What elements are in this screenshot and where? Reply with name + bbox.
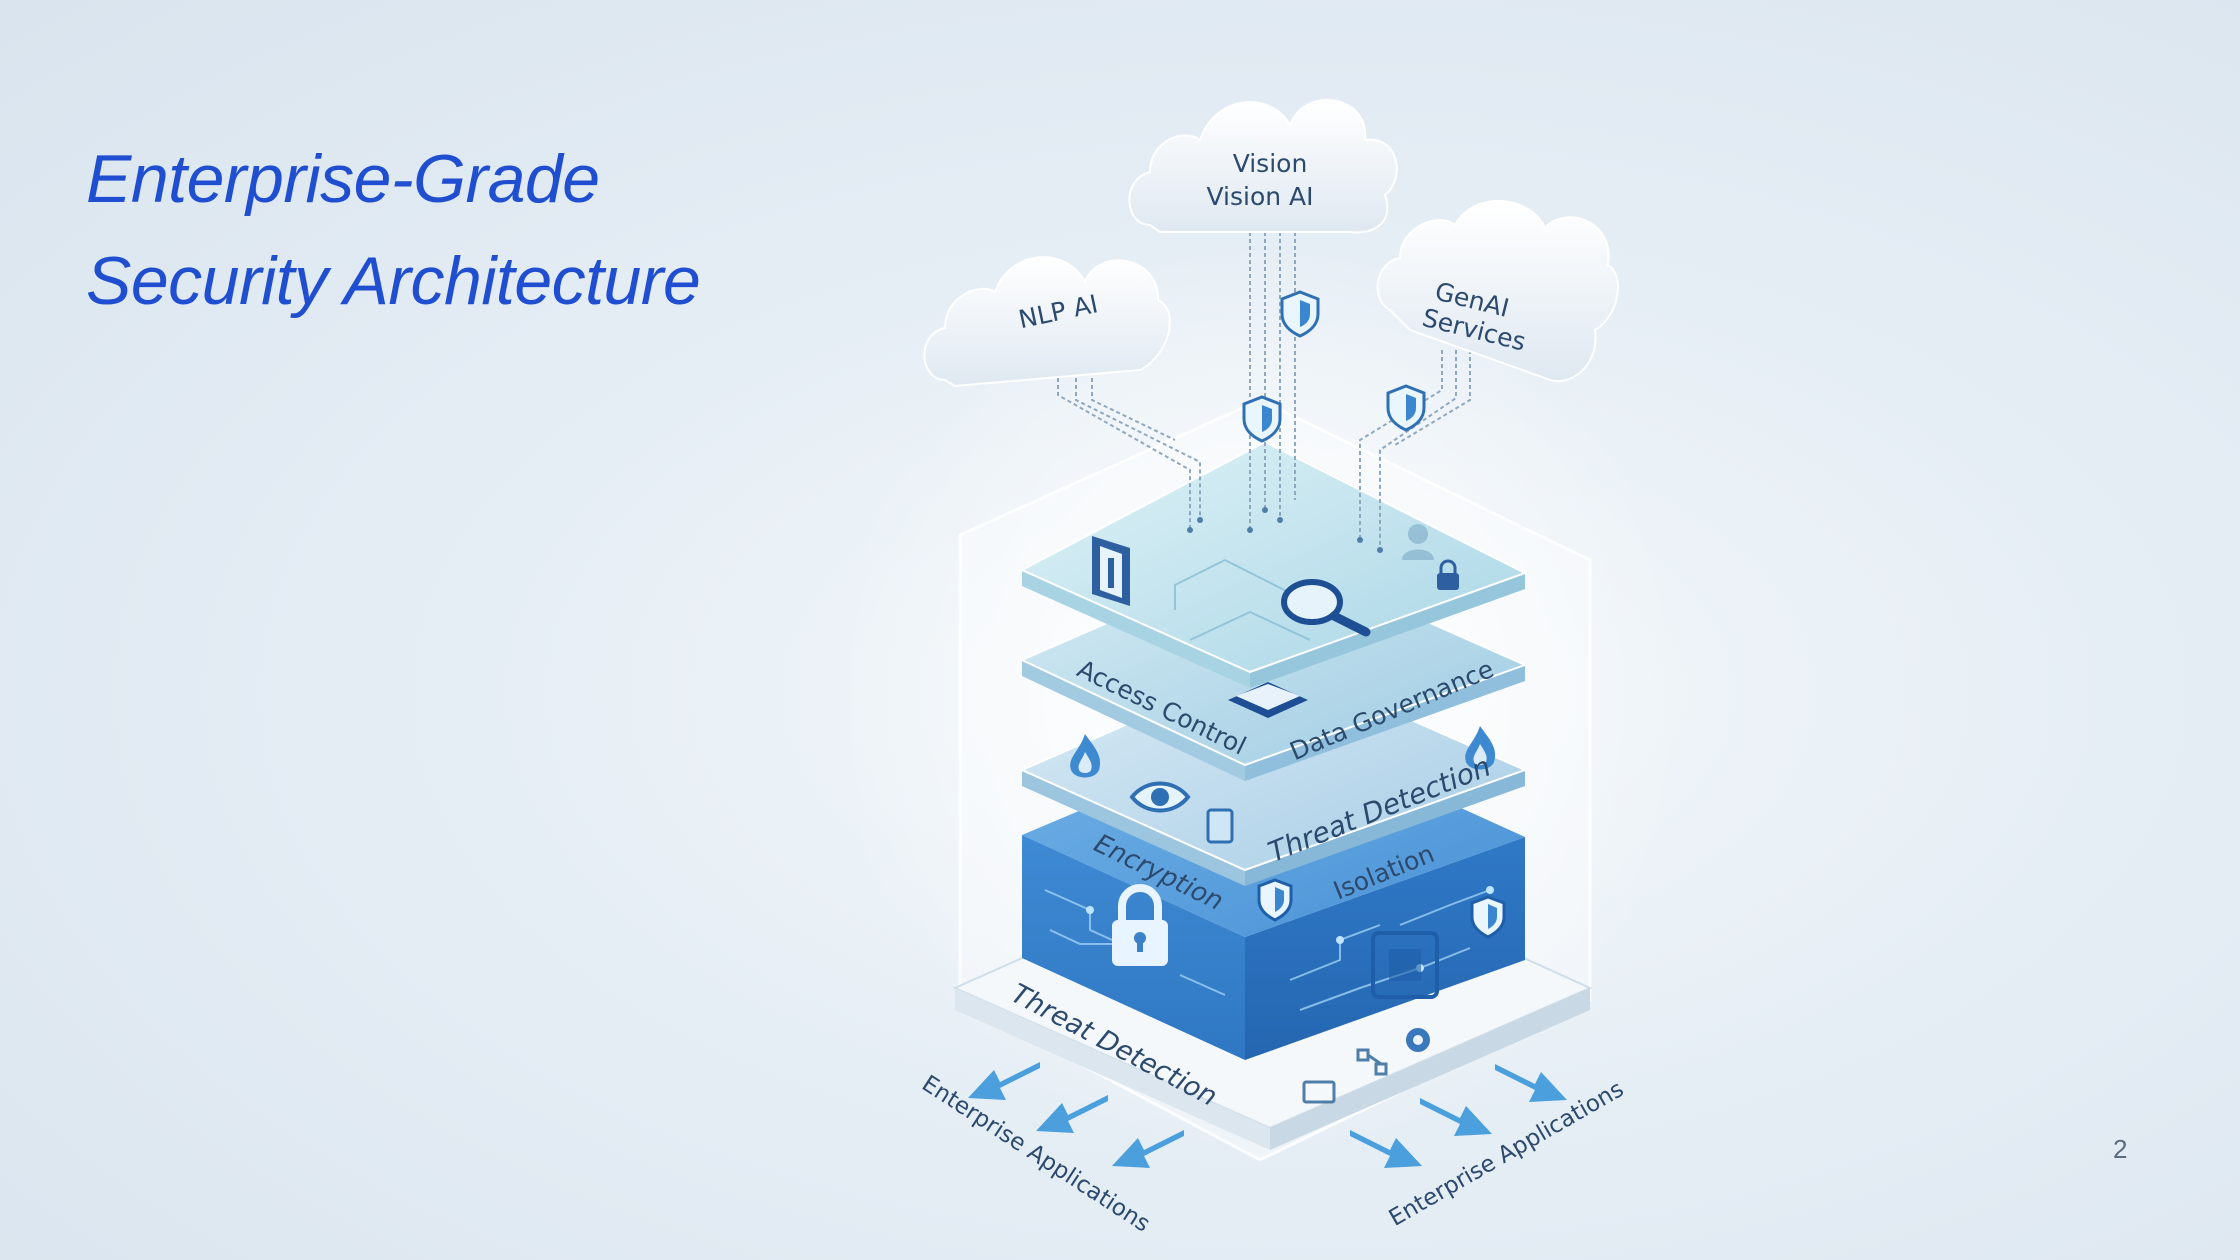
door-icon: [1092, 536, 1130, 606]
magnifier-icon: [1281, 579, 1371, 637]
shield-icon: [1386, 384, 1426, 432]
device-icon: [1206, 808, 1234, 844]
slide-title: Enterprise-Grade Security Architecture: [86, 128, 701, 332]
shield-icon: [1470, 895, 1506, 939]
shield-icon: [1257, 878, 1293, 922]
monitor-icon: [1302, 1080, 1336, 1104]
chip-icon: [1228, 682, 1308, 718]
flame-icon: [1465, 726, 1496, 770]
vision-ai-label: Vision AI: [1206, 182, 1313, 211]
title-line-2: Security Architecture: [86, 243, 701, 319]
network-icon: [1356, 1048, 1388, 1076]
vision-ai-cloud: Vision Vision AI: [1128, 99, 1398, 234]
user-icon: [1402, 524, 1434, 560]
flame-icon: [1070, 734, 1101, 778]
eye-icon: [1129, 781, 1191, 813]
shield-icon: [1242, 395, 1282, 443]
nlp-ai-cloud: NLP AI: [923, 256, 1171, 388]
vision-label: Vision: [1233, 149, 1308, 178]
circuit-chip-icon: [1371, 931, 1439, 999]
arrow-down-icon: [968, 1062, 1567, 1168]
access-layer: [1019, 440, 1528, 688]
genai-services-cloud: GenAI Services: [1376, 200, 1619, 383]
small-lock-icon: [1437, 559, 1459, 590]
shield-icon: [1280, 290, 1320, 338]
title-line-1: Enterprise-Grade: [86, 141, 600, 217]
lock-icon: [1112, 884, 1168, 966]
page-number: 2: [2113, 1134, 2128, 1164]
gear-icon: [1406, 1028, 1430, 1052]
